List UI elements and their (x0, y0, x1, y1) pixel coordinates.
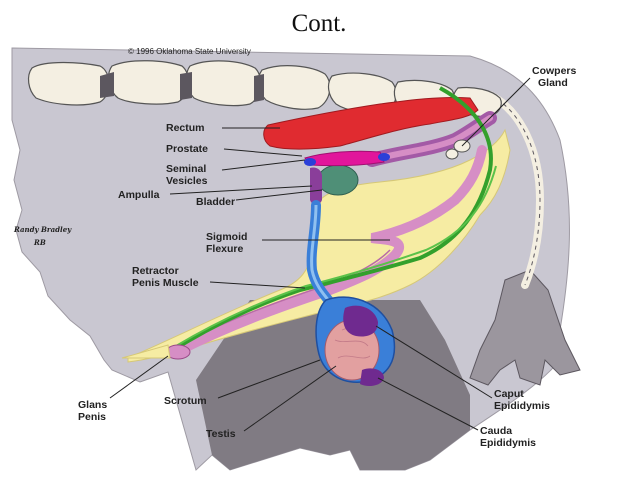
label-prostate: Prostate (166, 143, 208, 155)
seminal-vesicle-2 (304, 158, 316, 166)
cowpers-gland-2 (445, 148, 459, 160)
cauda-epididymis (360, 368, 384, 386)
penis-body (127, 128, 511, 363)
label-bladder: Bladder (196, 196, 235, 208)
label-caput-2: Epididymis (494, 400, 550, 412)
tail (469, 269, 581, 386)
bladder (317, 164, 359, 196)
label-glans-1: Glans (78, 399, 107, 411)
lower-shadow (196, 300, 470, 470)
label-retractor-2: Penis Muscle (132, 277, 199, 289)
spine (27, 60, 502, 118)
penis-urethra (175, 145, 487, 355)
label-cowpers-1: Cowpers (532, 65, 577, 77)
label-scrotum: Scrotum (164, 395, 207, 407)
label-glans-2: Penis (78, 411, 106, 423)
retractor-muscle-2 (175, 165, 497, 347)
label-testis: Testis (206, 428, 236, 440)
label-retractor-1: Retractor (132, 265, 179, 277)
rectum (263, 96, 479, 150)
prostate (304, 150, 385, 167)
leader-lines (109, 77, 531, 432)
tail-vertebrae-outline (489, 94, 541, 286)
ampulla (310, 167, 322, 205)
seminal-vesicle (378, 153, 390, 161)
label-sigmoid-2: Flexure (206, 243, 244, 255)
signature-initials: RB (33, 238, 46, 247)
label-seminal-1: Seminal (166, 163, 206, 175)
label-ampulla: Ampulla (118, 189, 160, 201)
label-rectum: Rectum (166, 122, 205, 134)
caput-epididymis (343, 305, 378, 337)
label-caput-1: Caput (494, 388, 524, 400)
label-cauda-1: Cauda (480, 425, 512, 437)
signature-name: Randy Bradley (13, 225, 72, 234)
copyright-text: © 1996 Oklahoma State University (128, 47, 251, 56)
label-seminal-2: Vesicles (166, 175, 208, 187)
retractor-muscle (168, 86, 493, 354)
penis-tip (121, 344, 171, 359)
label-cauda-2: Epididymis (480, 437, 536, 449)
label-sigmoid-1: Sigmoid (206, 231, 247, 243)
label-cowpers-2: Gland (538, 77, 568, 89)
slide-title: Cont. (291, 10, 347, 37)
